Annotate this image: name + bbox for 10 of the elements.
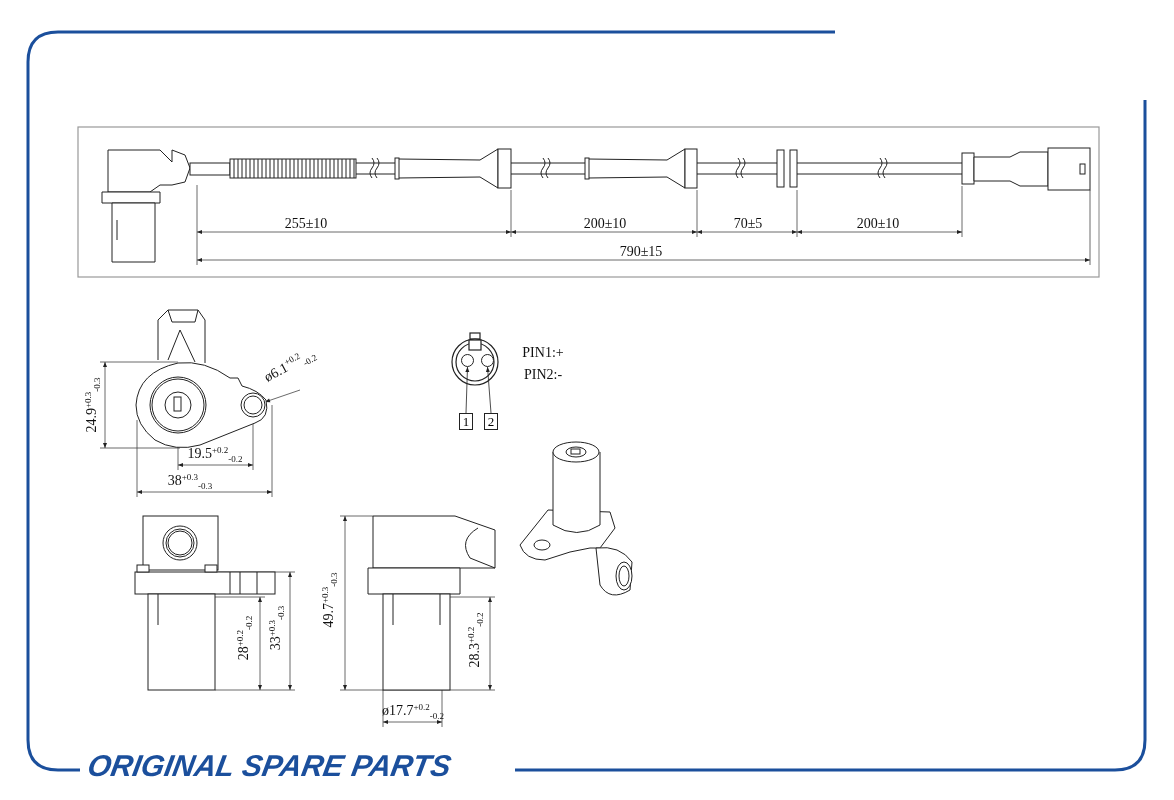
pin-label: PIN1:+	[522, 346, 564, 360]
dimension-label: 70±5	[733, 217, 763, 231]
pin-number-box: 1	[459, 413, 473, 430]
pin-number-box: 2	[484, 413, 498, 430]
pin-label: PIN2:-	[523, 368, 563, 382]
dimension-label: 255±10	[284, 217, 328, 231]
dimension-label: 790±15	[619, 245, 663, 259]
dimension-label: 200±10	[583, 217, 627, 231]
dimension-label: 200±10	[856, 217, 900, 231]
banner-text: ORIGINAL SPARE PARTS	[85, 751, 454, 781]
